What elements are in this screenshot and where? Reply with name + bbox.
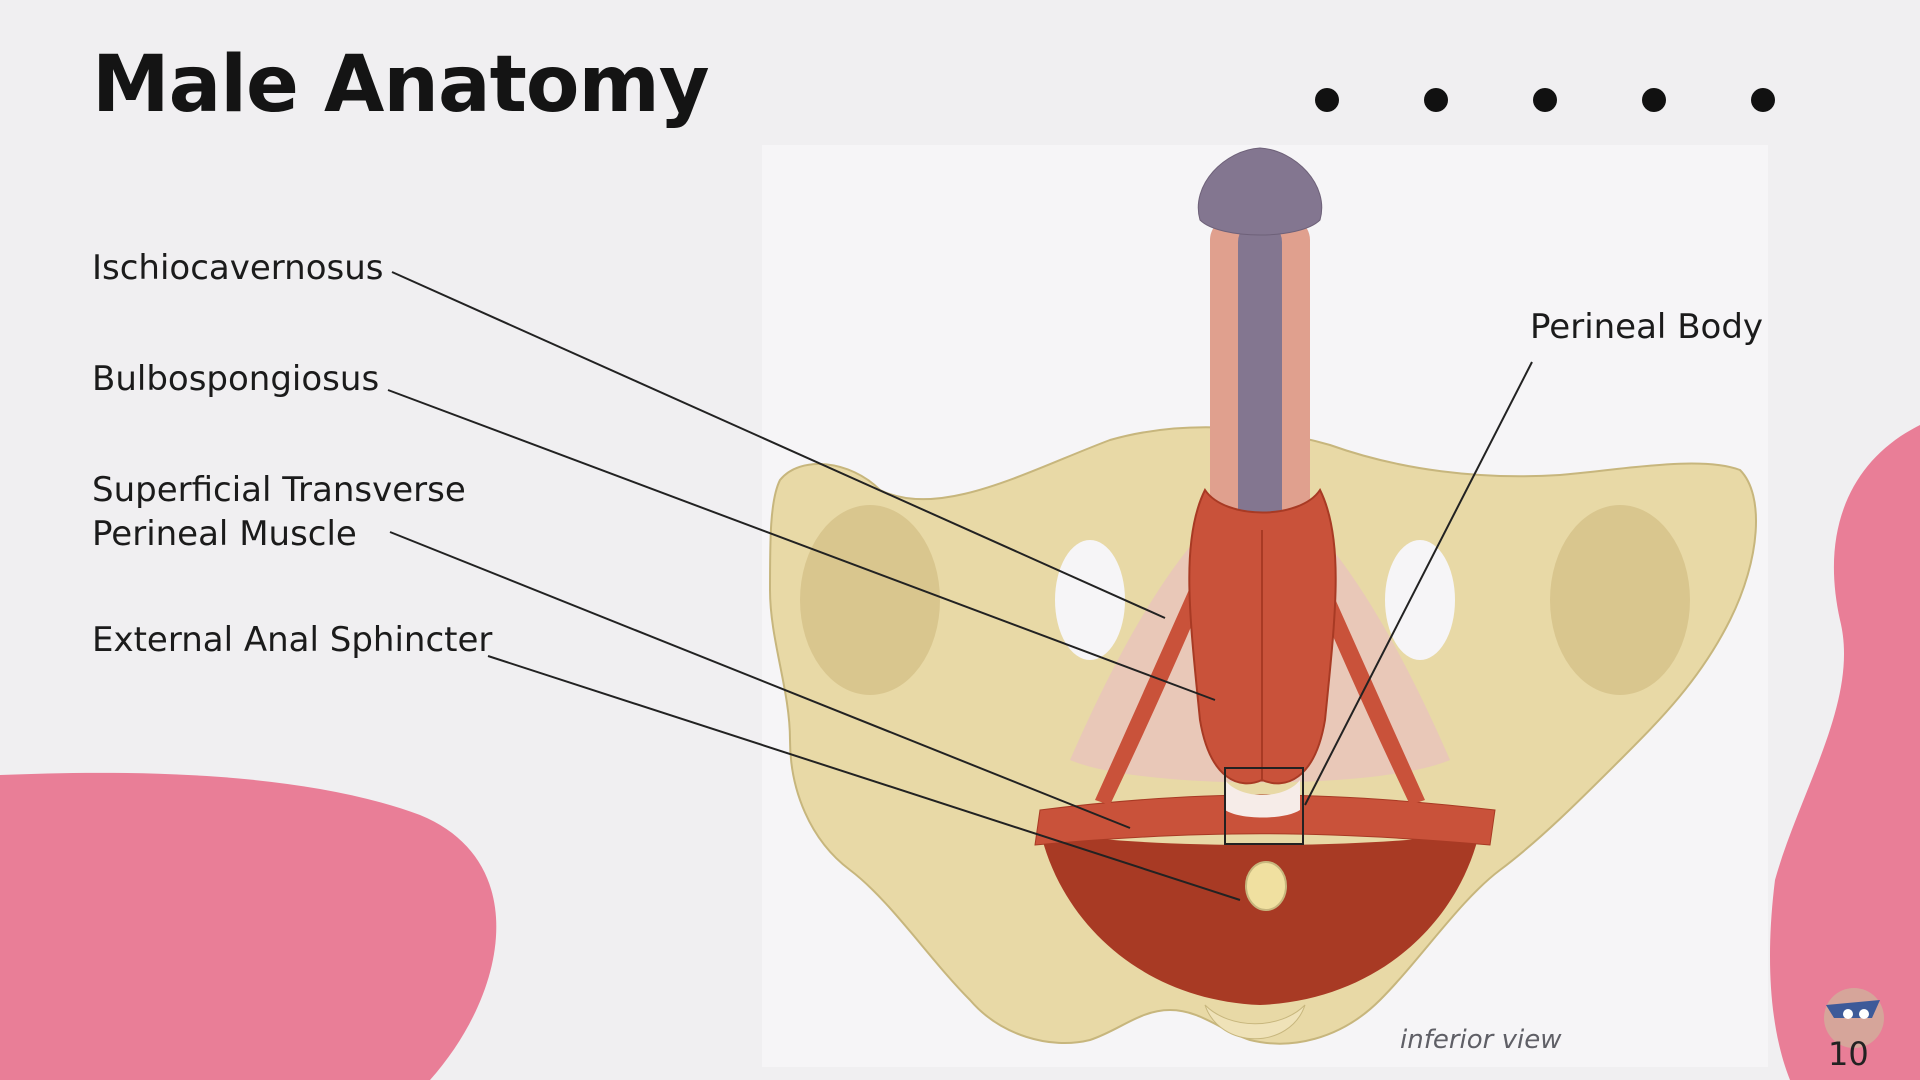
leader-ischiocavernosus xyxy=(391,271,1166,619)
label-superficial-transverse-line1: Superficial Transverse xyxy=(92,470,466,510)
label-superficial-transverse-line2: Perineal Muscle xyxy=(92,514,357,554)
slide-dots xyxy=(1315,88,1775,118)
dot-4 xyxy=(1642,88,1666,112)
dot-3 xyxy=(1533,88,1557,112)
leader-superficial-transverse xyxy=(389,531,1131,829)
dot-2 xyxy=(1424,88,1448,112)
leader-bulbospongiosus xyxy=(387,389,1216,701)
leader-lines xyxy=(387,271,1533,901)
label-bulbospongiosus: Bulbospongiosus xyxy=(92,359,380,399)
perineal-body-highlight xyxy=(1224,767,1304,845)
page-number: 10 xyxy=(1828,1035,1869,1073)
leader-perineal-body xyxy=(1304,361,1533,806)
label-ischiocavernosus: Ischiocavernosus xyxy=(92,248,384,288)
dot-5 xyxy=(1751,88,1775,112)
page-title: Male Anatomy xyxy=(92,40,710,130)
label-external-anal-sphincter: External Anal Sphincter xyxy=(92,620,493,660)
leader-external-anal-sphincter xyxy=(487,655,1241,901)
label-perineal-body: Perineal Body xyxy=(1530,307,1764,347)
dot-1 xyxy=(1315,88,1339,112)
mascot-avatar-icon xyxy=(1824,988,1884,1048)
penis-structure xyxy=(1188,147,1337,818)
diagram-caption: inferior view xyxy=(1400,1025,1562,1055)
